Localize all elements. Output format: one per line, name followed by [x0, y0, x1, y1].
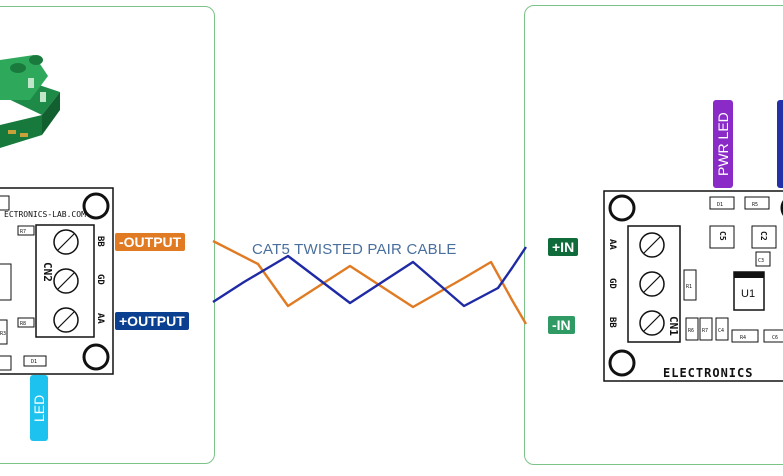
terminal-block-3d [0, 55, 60, 148]
left-pin-gd: GD [95, 274, 105, 285]
pos-output-tag: +OUTPUT [115, 312, 189, 330]
left-pin-aa: AA [95, 313, 105, 324]
right-silkscreen-footer: ELECTRONICS [663, 366, 753, 380]
twisted-pair-cable [212, 239, 528, 325]
neg-output-tag: -OUTPUT [115, 233, 186, 251]
right-part-r5: R5 [752, 202, 758, 208]
right-part-d1: D1 [717, 202, 723, 208]
cable-wire-orange [212, 239, 528, 325]
left-connector-label: CN2 [41, 262, 54, 282]
neg-in-tag: -IN [548, 316, 575, 334]
right-pcb: ELECTRONICS CN1 AA GD BB D1 R5 C5 C2 C3 … [603, 190, 783, 382]
left-pcb: ECTRONICS-LAB.COM CN2 BB GD AA R7 R8 R3 … [0, 187, 114, 375]
right-part-r6: R6 [688, 328, 694, 334]
left-pin-bb: BB [95, 236, 105, 247]
right-part-r7: R7 [702, 328, 708, 334]
pos-in-tag: +IN [548, 238, 579, 256]
right-part-c3: C3 [758, 258, 764, 264]
right-part-r4: R4 [740, 335, 746, 341]
right-part-u1: U1 [741, 288, 755, 300]
right-part-r1: R1 [686, 284, 692, 290]
cable-wire-blue [212, 246, 527, 308]
left-part-r7: R7 [20, 229, 26, 235]
cable-label: CAT5 TWISTED PAIR CABLE [252, 241, 457, 258]
right-pin-bb: BB [607, 317, 617, 328]
left-part-d1: D1 [31, 359, 37, 365]
right-part-c4: C4 [718, 328, 724, 334]
right-part-c2: C2 [759, 231, 768, 241]
right-pin-gd: GD [607, 278, 617, 289]
led-tag: LED [30, 375, 48, 441]
right-part-c5: C5 [718, 231, 727, 241]
left-part-r3: R3 [0, 331, 6, 337]
left-part-r8: R8 [20, 321, 26, 327]
right-pin-aa: AA [607, 239, 617, 250]
pwr-led-tag: PWR LED [713, 100, 733, 188]
right-part-c6: C6 [772, 335, 778, 341]
partial-blue-tag [777, 100, 783, 188]
left-silkscreen-header: ECTRONICS-LAB.COM [4, 210, 86, 219]
right-connector-label: CN1 [667, 316, 680, 336]
